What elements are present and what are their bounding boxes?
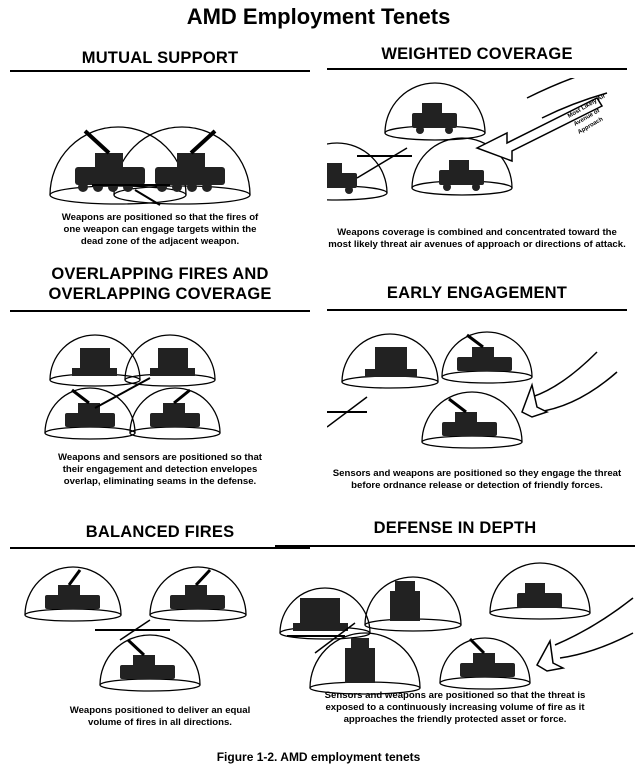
panel-overlapping: OVERLAPPING FIRES AND OVERLAPPING COVERA… [10, 262, 310, 494]
panel-title: EARLY ENGAGEMENT [386, 284, 568, 302]
early-engagement-illustration [327, 331, 618, 449]
missile-launcher-icon [390, 581, 420, 621]
panel-caption: Sensors and weapons are positioned so th… [324, 690, 586, 725]
panel-title: MUTUAL SUPPORT [81, 49, 239, 67]
figure-caption: Figure 1-2. AMD employment tenets [216, 750, 421, 764]
humvee-icon [327, 163, 357, 194]
panel-defense-in-depth: DEFENSE IN DEPTH [275, 505, 635, 740]
panel-title: OVERLAPPING FIRES AND OVERLAPPING COVERA… [48, 265, 272, 303]
threat-arrow-icon [475, 78, 608, 163]
panel-title: DEFENSE IN DEPTH [373, 519, 537, 537]
engagement-dome [49, 126, 251, 205]
humvee-icon [439, 160, 484, 191]
panel-caption: Weapons are positioned so that the fires… [61, 212, 259, 247]
air-defense-vehicle-icon [75, 129, 145, 192]
air-defense-vehicle-icon [170, 568, 225, 609]
boundary-line [94, 377, 151, 409]
air-defense-vehicle-icon [45, 569, 100, 609]
air-defense-vehicle-icon [65, 388, 115, 427]
air-defense-vehicle-icon [442, 397, 497, 436]
humvee-icon [412, 103, 457, 134]
humvee-icon [517, 583, 562, 608]
air-defense-vehicle-icon [155, 129, 225, 192]
title-divider [10, 70, 310, 72]
page-title: AMD Employment Tenets [186, 4, 451, 29]
boundary-line [119, 619, 151, 641]
title-divider [327, 68, 627, 70]
panel-balanced-fires: BALANCED FIRES Weapons positioned to del… [10, 505, 310, 740]
title-divider [275, 545, 635, 547]
engagement-dome [341, 331, 533, 449]
engagement-dome [279, 562, 591, 695]
overlapping-illustration [44, 334, 221, 440]
title-divider [10, 547, 310, 549]
air-defense-vehicle-icon [120, 638, 175, 679]
boundary-line [356, 147, 408, 179]
air-defense-vehicle-icon [457, 333, 512, 371]
threat-arrow-icon [535, 597, 634, 672]
panel-caption: Weapons coverage is combined and concent… [328, 227, 626, 250]
title-divider [10, 310, 310, 312]
threat-arrow-icon [521, 351, 618, 418]
panel-caption: Weapons positioned to deliver an equal v… [69, 705, 251, 728]
mutual-support-illustration [49, 126, 251, 206]
balanced-fires-illustration [24, 566, 247, 692]
radar-sensor-icon [72, 348, 117, 376]
panel-early-engagement: EARLY ENGAGEMENT Sensors and weapons are… [327, 262, 627, 494]
radar-sensor-icon [293, 598, 348, 631]
boundary-line [327, 396, 368, 428]
weighted-coverage-illustration: Most Likely Air Avenue of Approach [327, 78, 608, 201]
panel-caption: Sensors and weapons are positioned so th… [332, 468, 622, 491]
defense-in-depth-illustration [279, 562, 634, 695]
air-defense-vehicle-icon [150, 388, 200, 427]
radar-sensor-icon [150, 348, 195, 376]
panel-mutual-support: MUTUAL SUPPORT Weapons are positioned so… [10, 40, 310, 255]
radar-sensor-icon [365, 347, 417, 377]
boundary-line [314, 622, 356, 654]
title-divider [327, 309, 627, 311]
panel-title: BALANCED FIRES [85, 523, 235, 541]
panel-weighted-coverage: WEIGHTED COVERAGE Most Likely Air Avenue… [327, 40, 627, 255]
missile-launcher-icon [345, 638, 375, 683]
dead-zone-mark [134, 189, 161, 206]
panel-title: WEIGHTED COVERAGE [381, 45, 573, 63]
panel-caption: Weapons and sensors are positioned so th… [58, 452, 262, 487]
air-defense-vehicle-icon [460, 637, 515, 677]
